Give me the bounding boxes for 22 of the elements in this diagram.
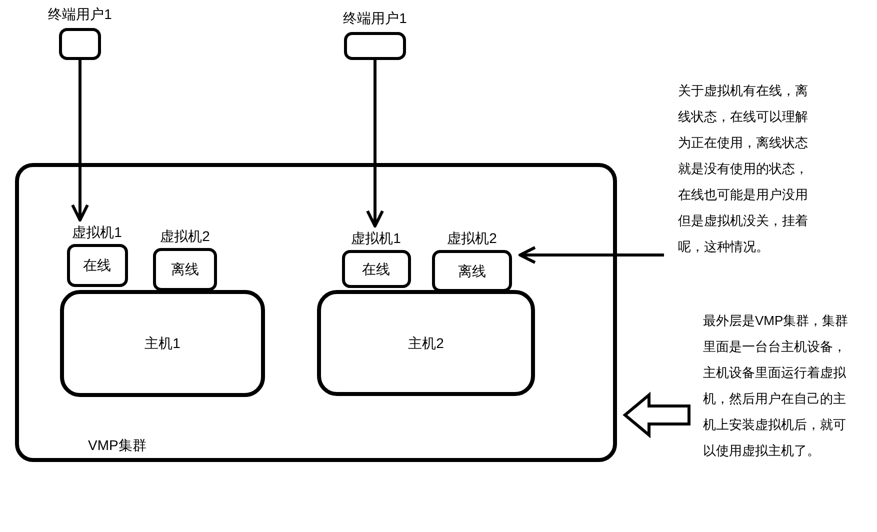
host-box xyxy=(317,290,535,396)
node-label: 虚拟机1 xyxy=(72,223,122,242)
status-text: 在线 xyxy=(83,256,111,275)
arrow xyxy=(518,246,664,264)
node-label: 虚拟机1 xyxy=(351,229,401,248)
host-label: 主机2 xyxy=(408,334,444,352)
status-text: 在线 xyxy=(362,260,390,278)
status-text: 离线 xyxy=(458,262,486,280)
note-text: 最外层是VMP集群，集群里面是一台台主机设备，主机设备里面运行着虚拟机，然后用户在自己的主机上安装虚拟机后，就可以使用虚拟主机了。 xyxy=(703,312,849,460)
arrow xyxy=(71,60,89,222)
cluster-box xyxy=(15,163,617,462)
node-label: 虚拟机2 xyxy=(160,227,210,246)
node-label: 终端用户1 xyxy=(48,5,112,24)
host-label: 主机1 xyxy=(144,334,180,353)
node-label: 虚拟机2 xyxy=(447,229,497,248)
status-text: 离线 xyxy=(171,260,199,279)
cluster-label: VMP集群 xyxy=(88,436,146,455)
note-text: 关于虚拟机有在线，离线状态，在线可以理解为正在使用，离线状态就是没有使用的状态，在线也可能是用户没用但是虚拟机没关，挂着呢，这种情况。 xyxy=(678,82,809,256)
host-box xyxy=(60,290,265,397)
node-label: 终端用户1 xyxy=(343,9,407,28)
block-arrow xyxy=(622,392,690,438)
arrow xyxy=(366,60,384,228)
